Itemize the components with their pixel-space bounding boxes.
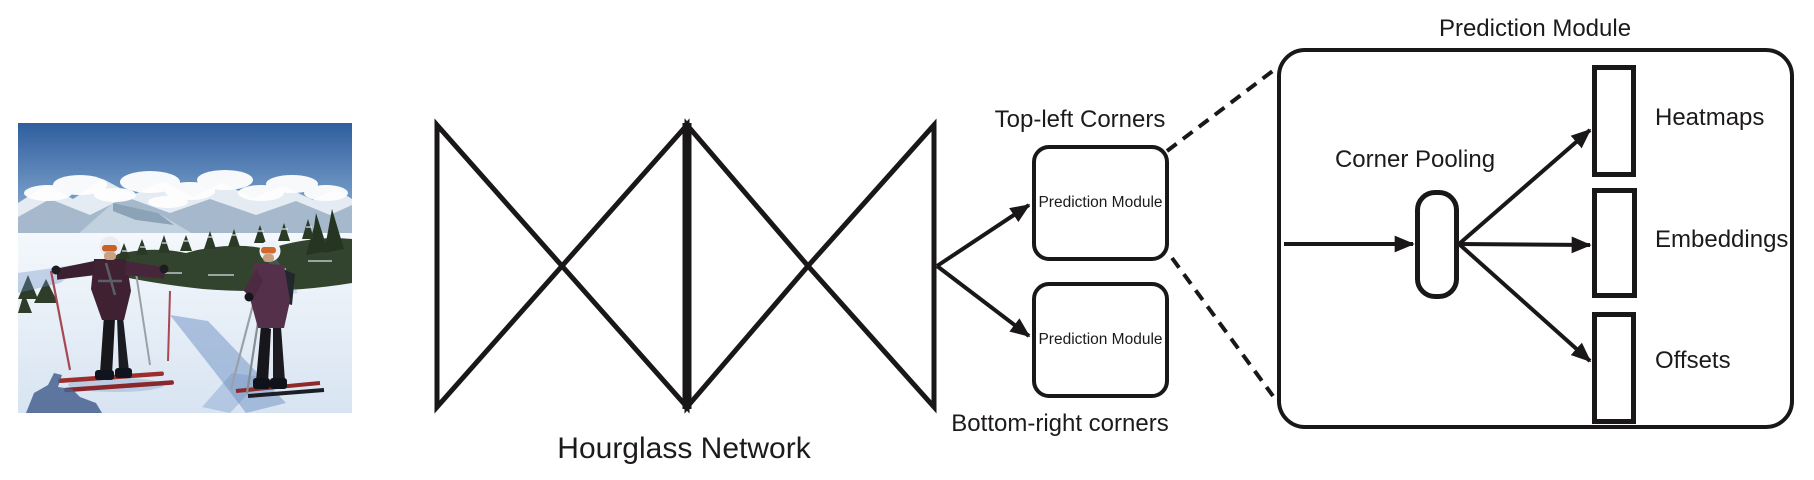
arrow-to-heatmaps [1457,128,1592,246]
top-prediction-module-label: Prediction Module [1038,194,1163,211]
input-photo [18,123,352,413]
hourglass-network-label: Hourglass Network [557,432,811,465]
arrow-to-bottom-module [935,264,1031,338]
bottom-prediction-module-box: Prediction Module [1032,282,1169,398]
embeddings-label: Embeddings [1655,226,1789,253]
arrow-to-offsets [1457,242,1592,363]
hourglass-triangle [558,118,690,414]
corner-pooling-node [1415,190,1459,299]
photo-left-skier [49,236,174,393]
detail-arrows [1284,128,1592,363]
zoom-callout-lines [1165,65,1280,398]
top-left-corners-label: Top-left Corners [994,106,1166,133]
hourglass-triangle [434,118,566,414]
hourglass-triangle [684,118,812,414]
photo-mountain-shading [113,203,174,225]
prediction-module-title: Prediction Module [1438,15,1632,42]
photo-photographer-shadow [26,373,102,413]
offsets-label: Offsets [1655,347,1731,374]
heatmaps-label: Heatmaps [1655,104,1765,131]
callout-line-top [1165,65,1280,153]
prediction-module-detail-box [1277,48,1794,429]
hourglass-network [434,118,937,414]
arrow-to-top-module [935,203,1031,268]
top-prediction-module-box: Prediction Module [1032,145,1169,261]
corner-pooling-label: Corner Pooling [1334,146,1496,173]
bottom-prediction-module-label: Prediction Module [1038,331,1163,348]
heatmaps-node [1592,65,1636,177]
bottom-right-corners-label: Bottom-right corners [951,410,1169,437]
callout-line-bottom [1170,256,1275,398]
branch-arrows [935,203,1031,338]
embeddings-node [1592,188,1637,298]
photo-right-skier [229,240,325,398]
hourglass-triangle [804,118,937,414]
arrow-to-embeddings [1458,236,1592,254]
offsets-node [1592,312,1636,424]
photo-clouds [24,170,348,208]
